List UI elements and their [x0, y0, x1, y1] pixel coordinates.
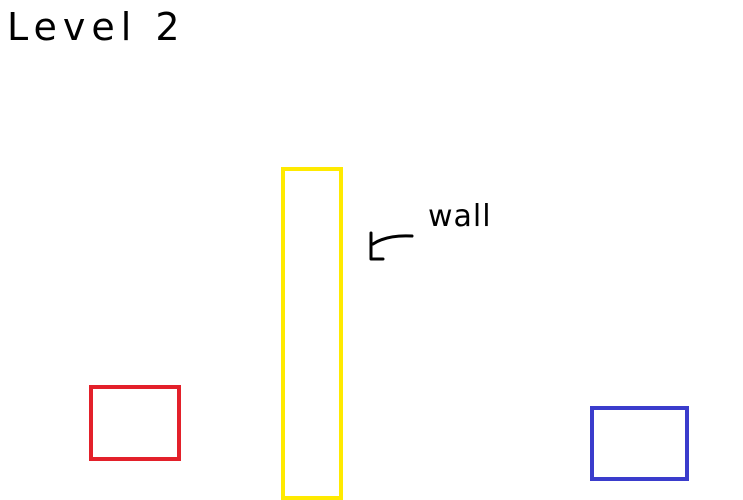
red-box[interactable]	[89, 385, 181, 461]
level-title: Level 2	[7, 5, 186, 49]
wall-label: wall	[428, 199, 492, 234]
wall-annotation: wall	[360, 200, 500, 270]
blue-box[interactable]	[590, 406, 689, 481]
hand-drawn-arrow-icon	[369, 231, 414, 261]
wall	[281, 167, 343, 500]
